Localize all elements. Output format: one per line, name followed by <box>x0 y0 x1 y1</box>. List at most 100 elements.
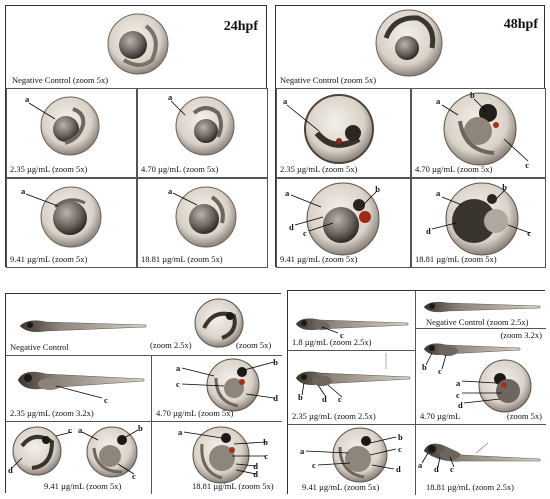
panel-48hpf-title: 48hpf <box>503 17 538 32</box>
cell-48hpf-9.41: a b c d 9.41 µg/mL (zoom 5x) <box>276 178 411 268</box>
annotation-arrow <box>28 102 56 120</box>
cell-72hpf-9.41: a b c c d 9.41 µg/mL (zoom 5x) <box>6 422 152 494</box>
caption: 18.81 µg/mL (zoom 2.5x) <box>426 481 514 492</box>
annotation-label: d <box>434 464 439 474</box>
annotation-label: b <box>375 184 380 194</box>
embryo-image <box>443 92 517 166</box>
annotation-label: c <box>338 394 342 404</box>
larva-image <box>423 301 541 313</box>
caption: 9.41 µg/mL (zoom 5x) <box>302 481 380 492</box>
embryo-negative-control-24hpf <box>107 13 169 75</box>
annotation-label: d <box>322 394 327 404</box>
panel-24hpf-title: 24hpf <box>223 19 258 34</box>
annotation-label: c <box>398 444 402 454</box>
annotation-label: c <box>340 330 344 340</box>
annotation-label: b <box>138 423 143 433</box>
annotation-arrow <box>55 385 103 399</box>
embryo-image <box>206 358 260 412</box>
caption: 9.41 µg/mL (zoom 5x) <box>44 480 122 491</box>
larva-image <box>295 371 411 386</box>
annotation-arrow <box>170 100 186 116</box>
cell-24hpf-9.41: a 9.41 µg/mL (zoom 5x) <box>6 178 137 268</box>
annotation-label: a <box>436 96 441 106</box>
annotation-label: a <box>178 427 183 437</box>
annotation-arrows <box>305 436 397 470</box>
annotation-arrows <box>421 442 489 468</box>
annotation-label: c <box>312 460 316 470</box>
annotation-label: a <box>436 188 441 198</box>
cell-96hpf-negative: Negative Control (zoom 2.5x) <box>416 291 546 329</box>
annotation-label: a <box>283 96 288 106</box>
embryo-image <box>306 182 380 256</box>
annotation-arrow <box>25 193 59 207</box>
larva-image <box>423 343 521 356</box>
embryo-image <box>445 182 519 256</box>
embryo-negative-control-48hpf <box>375 9 443 77</box>
annotation-arrows <box>181 361 275 399</box>
annotation-arrows <box>301 353 387 398</box>
caption: Negative Control <box>10 341 69 352</box>
caption: 2.35 µg/mL (zoom 5x) <box>10 163 88 174</box>
annotation-arrow <box>321 326 339 334</box>
embryo-image <box>40 186 102 248</box>
embryo-image <box>332 427 388 483</box>
annotation-arrows <box>431 188 531 234</box>
cell-48hpf-4.70: a b c 4.70 µg/mL (zoom 5x) <box>411 88 546 178</box>
annotation-arrows <box>425 352 502 404</box>
annotation-arrows <box>290 190 378 232</box>
annotation-arrows <box>11 429 139 475</box>
annotation-label: c <box>525 160 529 170</box>
panel-96hpf: 96hpf c 1.8 µg/mL (zoom 2.5x) Negative C… <box>287 290 546 495</box>
annotation-arrows <box>441 98 529 162</box>
caption: 1.8 µg/mL (zoom 2.5x) <box>292 336 372 347</box>
cell-24hpf-4.70: a 4.70 µg/mL (zoom 5x) <box>137 88 268 178</box>
annotation-label: b <box>502 182 507 192</box>
annotation-label: a <box>300 446 305 456</box>
caption: 4.70 µg/mL (zoom 5x) <box>141 163 219 174</box>
annotation-label: c <box>264 451 268 461</box>
annotation-label: b <box>422 362 427 372</box>
embryo-image <box>304 94 374 164</box>
caption-negative-control: Negative Control (zoom 5x) <box>12 75 109 85</box>
cell-24hpf-18.81: a 18.81 µg/mL (zoom 5x) <box>137 178 268 268</box>
caption: 9.41 µg/mL (zoom 5x) <box>10 253 88 264</box>
caption: 4.70 µg/mL (zoom 5x) <box>156 407 234 418</box>
caption: 4.70 µg/mL (zoom 5x) <box>415 163 493 174</box>
annotation-label: d <box>289 222 294 232</box>
cell-96hpf-4.70: (zoom 3.2x) b c a c d 4.70 µg/mL (zoom 5… <box>416 329 546 425</box>
zoom-caption: (zoom 3.2x) <box>500 330 542 340</box>
caption: 2.35 µg/mL (zoom 2.5x) <box>292 410 376 421</box>
annotation-label: d <box>426 226 431 236</box>
caption: Negative Control (zoom 2.5x) <box>426 316 529 327</box>
annotation-label: a <box>21 186 26 196</box>
embryo-image <box>12 426 62 476</box>
annotation-label: d <box>8 465 13 475</box>
annotation-label: a <box>418 460 423 470</box>
embryo-image <box>478 359 532 413</box>
caption: 9.41 µg/mL (zoom 5x) <box>280 253 358 264</box>
annotation-label: a <box>176 363 181 373</box>
embryo-image <box>192 426 250 484</box>
caption: 18.81 µg/mL (zoom 5x) <box>141 253 223 264</box>
cell-24hpf-2.35: a 2.35 µg/mL (zoom 5x) <box>6 88 137 178</box>
annotation-label: c <box>176 379 180 389</box>
annotation-label: c <box>68 425 72 435</box>
annotation-label: b <box>273 357 278 367</box>
cell-48hpf-18.81: a b c d 18.81 µg/mL (zoom 5x) <box>411 178 546 268</box>
cell-96hpf-1.8: c 1.8 µg/mL (zoom 2.5x) <box>288 291 416 351</box>
larva-image <box>295 318 409 331</box>
caption: 4.70 µg/mL <box>420 410 461 421</box>
embryo-image <box>175 96 235 156</box>
annotation-label: a <box>168 186 173 196</box>
caption: 2.35 µg/mL (zoom 5x) <box>280 163 358 174</box>
annotation-label: c <box>456 390 460 400</box>
cell-96hpf-18.81: a d c 18.81 µg/mL (zoom 2.5x) <box>416 425 546 495</box>
annotation-label: c <box>450 464 454 474</box>
larva-image <box>17 371 145 390</box>
annotation-label: b <box>398 432 403 442</box>
annotation-arrows <box>183 431 267 475</box>
annotation-arrow <box>172 192 198 206</box>
annotation-label: a <box>168 92 173 102</box>
annotation-label: d <box>396 464 401 474</box>
cell-72hpf-18.81: a b c d d 18.81 µg/mL (zoom 5x) <box>152 422 282 494</box>
